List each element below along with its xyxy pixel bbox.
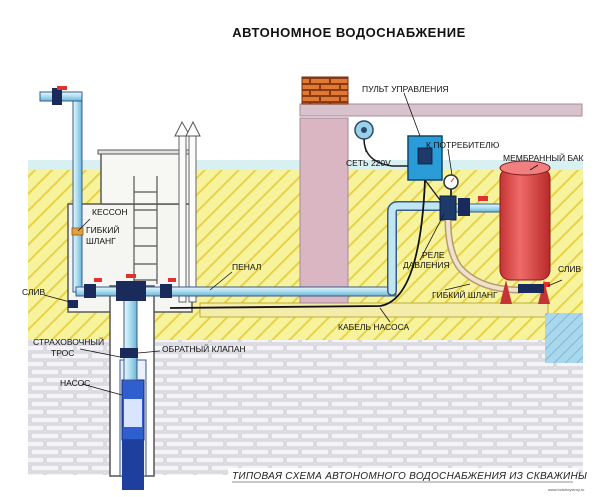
pump-cable [169, 179, 426, 309]
drain-left-icon [68, 300, 78, 308]
house-wall [299, 117, 349, 304]
watermark: www.bolshoystroy.ru [548, 487, 584, 492]
wellhead-fitting [116, 281, 146, 301]
membrane-tank [499, 160, 551, 304]
drain-right-icon [518, 284, 544, 293]
house-supply-pipe [388, 202, 442, 295]
label-safety-cable-1: СТРАХОВОЧНЫЙ [33, 336, 104, 347]
label-drain-right: СЛИВ [558, 264, 582, 274]
flex-hose-right [446, 219, 521, 292]
left-riser-pipe [72, 95, 83, 293]
floor-slab [199, 302, 549, 318]
label-caisson: КЕССОН [92, 207, 127, 217]
label-flex-hose-left-2: ШЛАНГ [86, 236, 116, 246]
diagram-caption: ТИПОВАЯ СХЕМА АВТОНОМНОГО ВОДОСНАБЖЕНИЯ … [232, 471, 587, 482]
label-flex-hose-left-1: ГИБКИЙ [86, 224, 119, 235]
caisson-neck [100, 151, 192, 205]
vent-pipes [174, 120, 201, 303]
label-membrane-tank: МЕМБРАННЫЙ БАК [503, 152, 584, 163]
label-to-consumer: К ПОТРЕБИТЕЛЮ [426, 140, 500, 150]
label-pressure-relay-2: ДАВЛЕНИЯ [403, 260, 450, 270]
label-pump-cable: КАБЕЛЬ НАСОСА [338, 322, 410, 332]
label-check-valve: ОБРАТНЫЙ КЛАПАН [162, 343, 246, 354]
label-flex-hose-right: ГИБКИЙ ШЛАНГ [432, 289, 498, 300]
check-valve [120, 348, 138, 358]
label-pressure-relay-1: РЕЛЕ [422, 250, 445, 260]
surface-tap-icon [52, 88, 62, 105]
label-casing: ПЕНАЛ [232, 262, 261, 272]
label-control-panel: ПУЛЬТ УПРАВЛЕНИЯ [362, 84, 449, 94]
label-drain-left: СЛИВ [22, 287, 46, 297]
diagram-title: АВТОНОМНОЕ ВОДОСНАБЖЕНИЕ [232, 25, 466, 40]
valve-handle-left [94, 278, 102, 282]
leader-lines [43, 92, 563, 396]
caisson-ladder [133, 176, 158, 284]
valve-handle-right [168, 278, 176, 282]
label-pump: НАСОС [60, 378, 90, 388]
pump-riser-pipe [123, 299, 138, 381]
chimney [301, 76, 349, 105]
label-safety-cable-2: ТРОС [51, 348, 74, 358]
label-mains: СЕТЬ 220V [346, 158, 391, 168]
right-block [545, 313, 583, 363]
roof-slab [299, 103, 583, 117]
